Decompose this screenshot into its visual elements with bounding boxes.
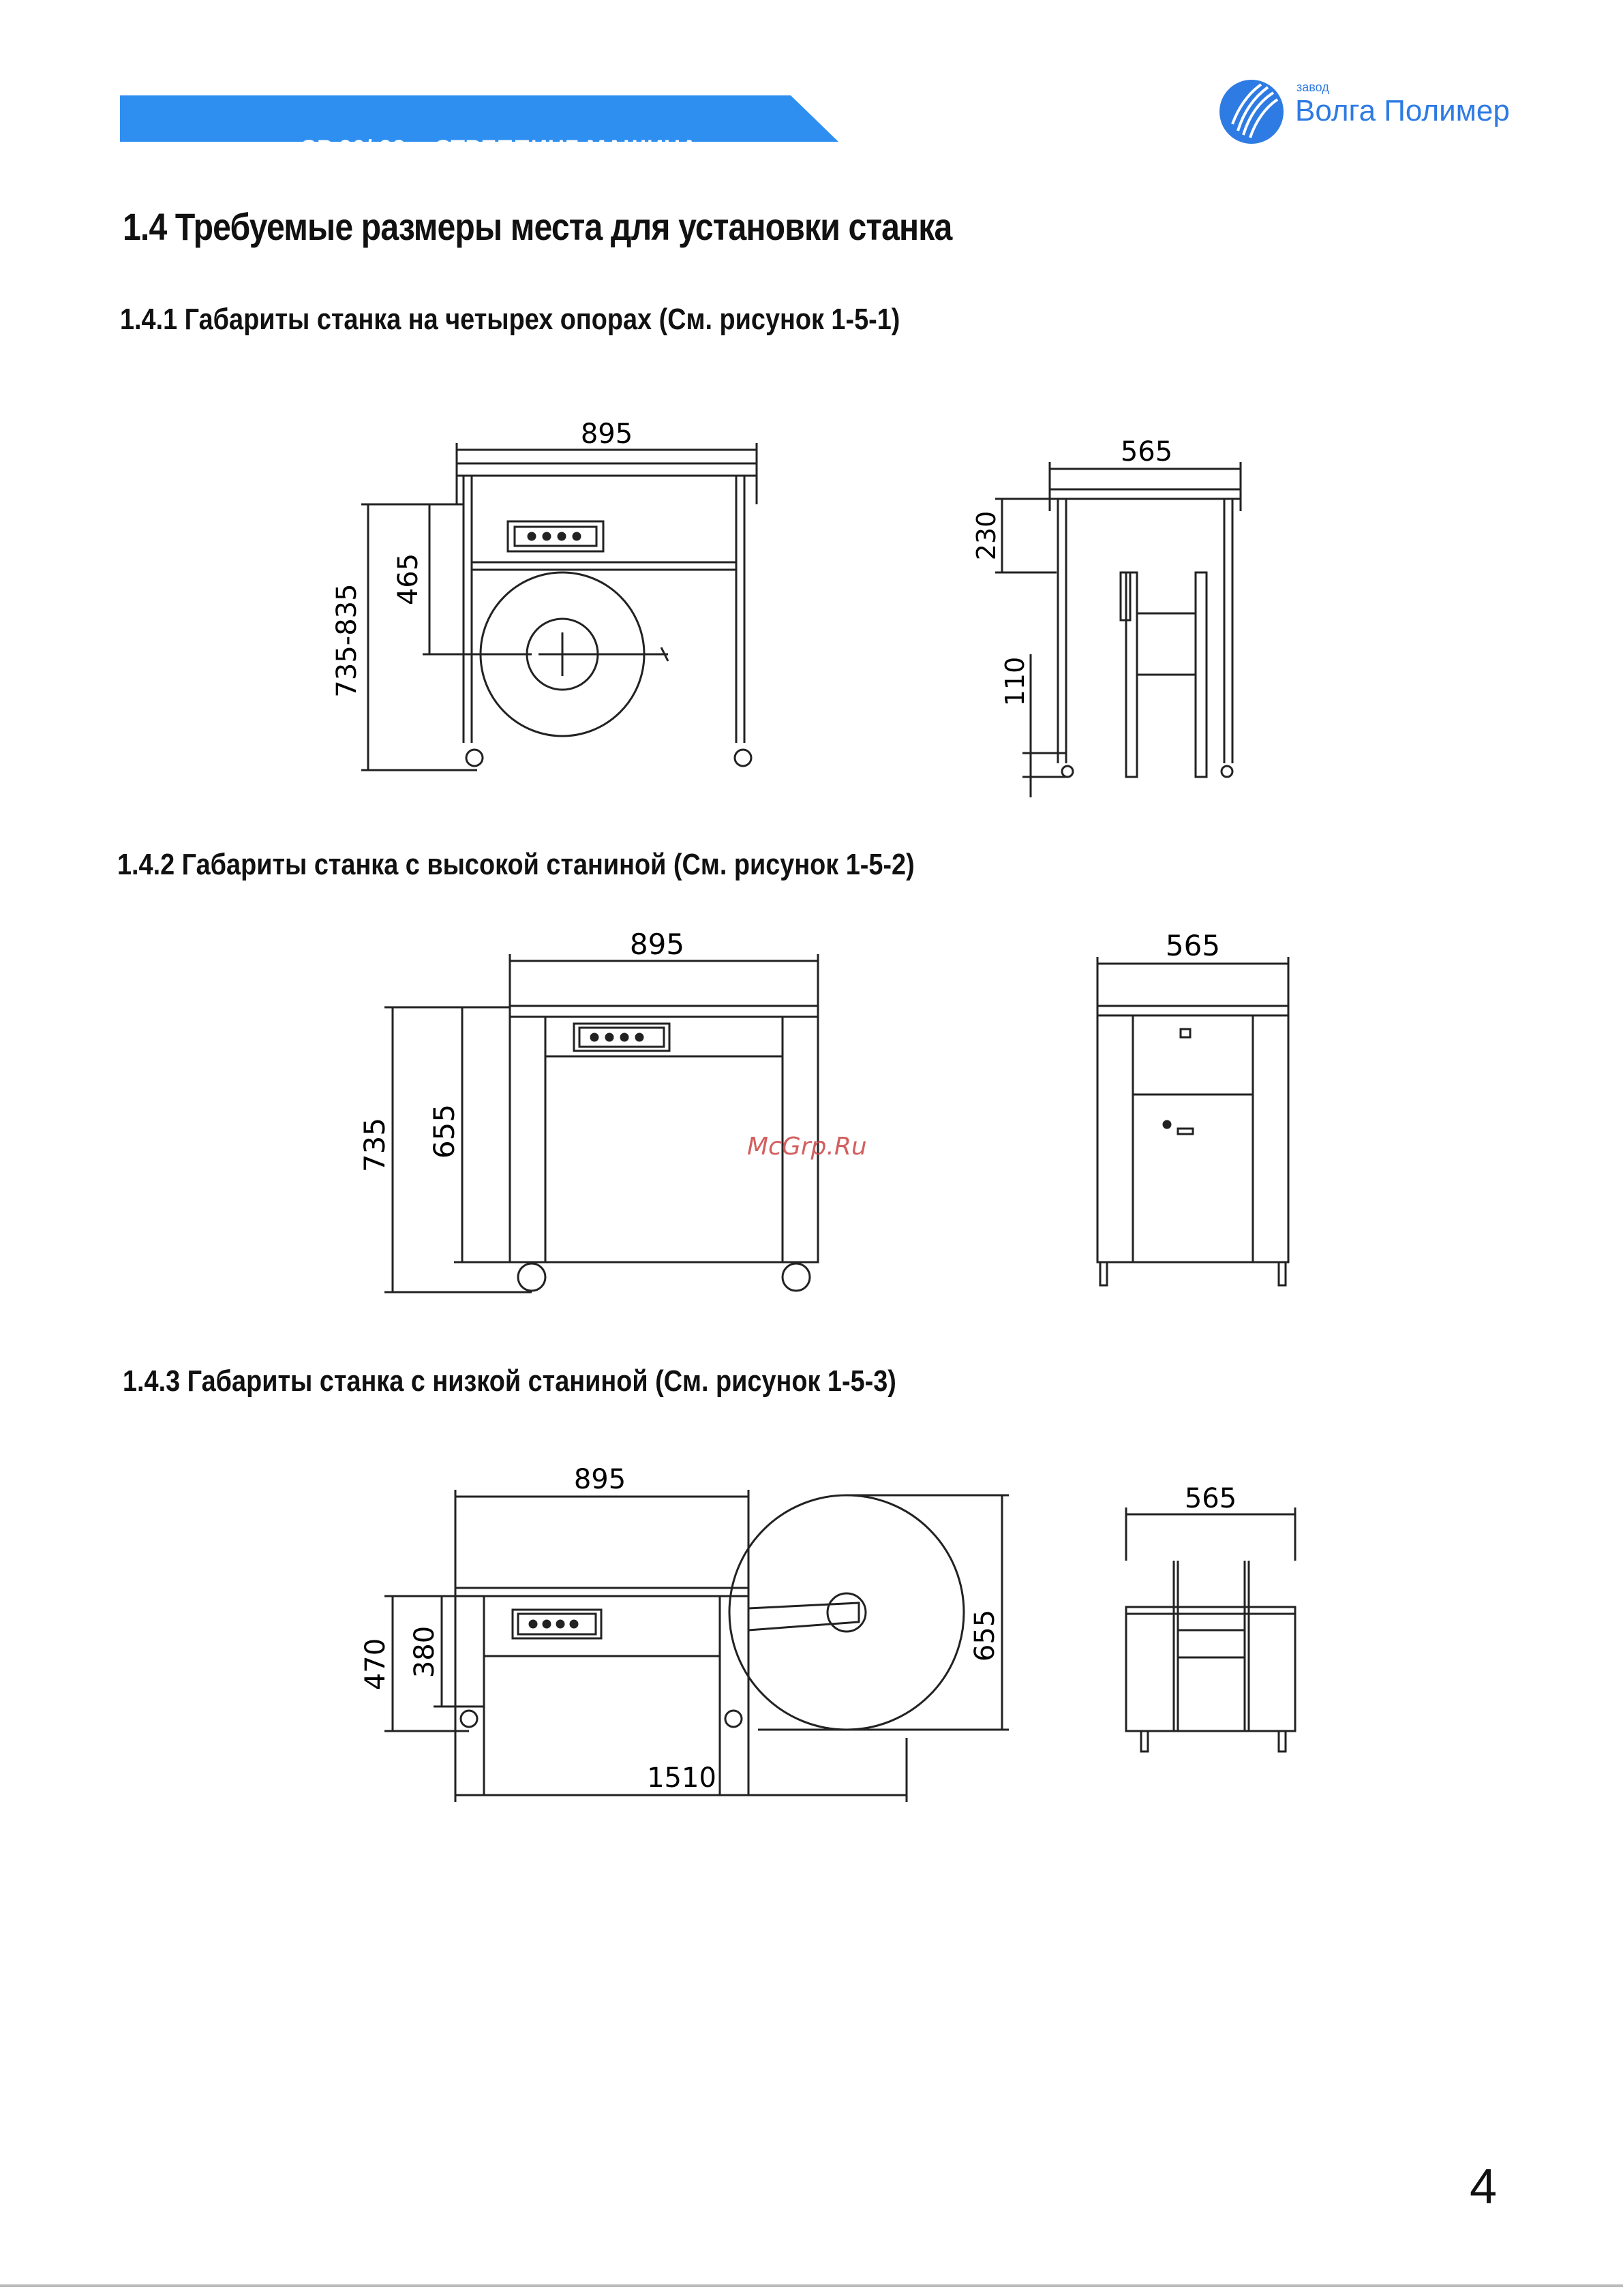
dim-side-width: 565 <box>1121 436 1172 468</box>
model-name: SP 90/ 92 <box>301 136 406 162</box>
dim-reel-3: 655 <box>969 1610 1001 1662</box>
logo-name: Волга Полимер <box>1295 94 1510 127</box>
dim-table: 465 <box>393 553 424 605</box>
dim-side-width-3: 565 <box>1185 1483 1237 1514</box>
product-name: СТРЕППИНГ-МАШИНА <box>434 136 698 162</box>
company-logo: завод Волга Полимер <box>1217 75 1511 150</box>
footer-divider <box>0 2284 1623 2287</box>
banner-shape <box>120 95 838 142</box>
drawing-low-frame-front: 895 470 380 655 1510 <box>354 1452 1063 1809</box>
dim-side-width-2: 565 <box>1166 929 1220 962</box>
logo-small-text: завод <box>1296 80 1329 94</box>
subsection-title-2: 1.4.2 Габариты станка с высокой станиной… <box>117 848 915 881</box>
dim-total-3: 1510 <box>647 1762 716 1794</box>
subsection-title-1: 1.4.1 Габариты станка на четырех опорах … <box>120 303 900 336</box>
dim-inner-2: 655 <box>427 1104 461 1159</box>
section-title: 1.4 Требуемые размеры места для установк… <box>123 205 952 248</box>
drawing-high-frame-side: 565 <box>1077 927 1309 1298</box>
drawing-high-frame-front: 895 735 655 <box>354 920 832 1305</box>
dim-height-2: 735 <box>358 1118 391 1172</box>
logo-mark-icon <box>1219 80 1284 144</box>
dim-width-3: 895 <box>574 1464 626 1495</box>
dim-height: 735-835 <box>331 583 363 697</box>
dim-side-top: 230 <box>971 511 1001 561</box>
dim-width: 895 <box>581 418 633 450</box>
dim-width-2: 895 <box>630 928 684 961</box>
watermark: McGrp.Ru <box>747 1133 867 1161</box>
dim-side-bottom: 110 <box>1000 657 1030 707</box>
dim-inner-3: 380 <box>409 1626 440 1678</box>
dim-height-3: 470 <box>360 1638 391 1690</box>
drawing-low-frame-side: 565 <box>1111 1479 1316 1769</box>
header-banner: SP 90/ 92 СТРЕППИНГ-МАШИНА <box>120 95 838 162</box>
drawing-four-legs-front: 895 735-835 465 <box>327 416 763 814</box>
page-number: 4 <box>1470 2160 1498 2214</box>
drawing-four-legs-side: 565 230 110 <box>968 436 1268 808</box>
subsection-title-3: 1.4.3 Габариты станка с низкой станиной … <box>123 1364 896 1398</box>
